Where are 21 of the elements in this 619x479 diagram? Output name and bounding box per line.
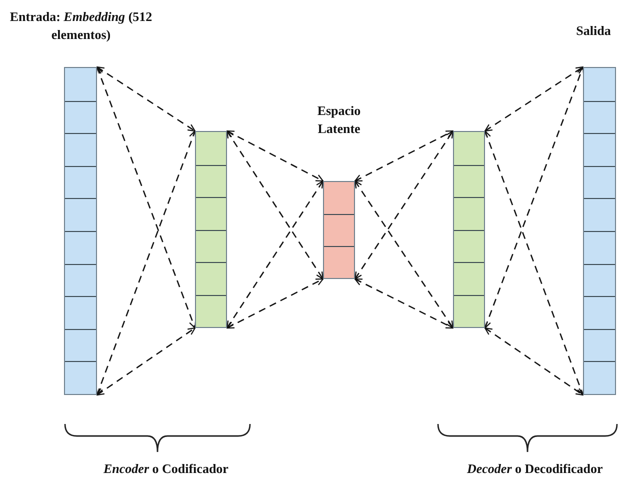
dashed-arrow bbox=[484, 66, 584, 132]
dashed-arrow bbox=[354, 278, 454, 329]
layer-title: Salida bbox=[575, 22, 612, 40]
layer-title: Entrada: Embedding (512 elementos) bbox=[8, 8, 154, 44]
dashed-arrow bbox=[484, 327, 584, 396]
dashed-arrow bbox=[96, 327, 196, 396]
dashed-arrow bbox=[226, 130, 324, 280]
dashed-arrow bbox=[96, 130, 196, 396]
dashed-arrow bbox=[484, 130, 584, 396]
dashed-arrow bbox=[354, 130, 454, 280]
dashed-arrow bbox=[226, 130, 324, 182]
dashed-arrow bbox=[484, 66, 584, 329]
dashed-arrow bbox=[96, 66, 196, 329]
dashed-arrow bbox=[354, 180, 454, 329]
dashed-arrow bbox=[226, 278, 324, 329]
section-label: Encoder o Codificador bbox=[104, 461, 228, 477]
dashed-arrow bbox=[226, 180, 324, 329]
dashed-arrow bbox=[96, 66, 196, 132]
section-label: Decoder o Decodificador bbox=[467, 461, 603, 477]
dashed-arrow bbox=[354, 130, 454, 182]
layer-title: Espacio Latente bbox=[316, 102, 362, 138]
